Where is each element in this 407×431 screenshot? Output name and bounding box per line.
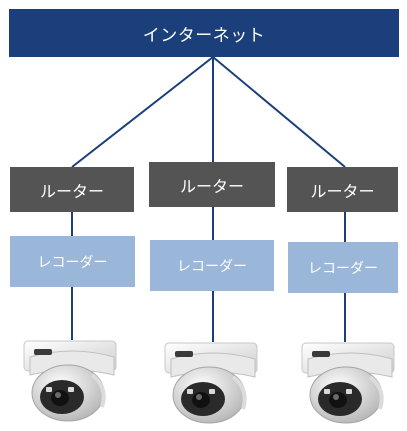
recorder-label: レコーダー (37, 254, 108, 271)
connector-internet-router-3 (212, 56, 346, 168)
router-label: ルーター (39, 181, 104, 201)
recorder-node-3: レコーダー (288, 242, 398, 293)
router-node-3: ルーター (287, 167, 398, 212)
connector-internet-router-1 (71, 56, 214, 168)
dome-camera-icon (300, 337, 400, 427)
recorder-label: レコーダー (177, 258, 247, 275)
router-node-2: ルーター (149, 162, 275, 207)
dome-camera-icon (22, 335, 122, 425)
router-label: ルーター (310, 181, 375, 201)
recorder-node-1: レコーダー (10, 236, 135, 287)
router-node-1: ルーター (10, 167, 134, 212)
recorder-node-2: レコーダー (150, 240, 274, 291)
internet-label: インターネット (142, 25, 266, 46)
recorder-label: レコーダー (308, 260, 378, 277)
router-label: ルーター (179, 176, 244, 196)
internet-node: インターネット (9, 9, 399, 57)
dome-camera-icon (163, 337, 263, 427)
